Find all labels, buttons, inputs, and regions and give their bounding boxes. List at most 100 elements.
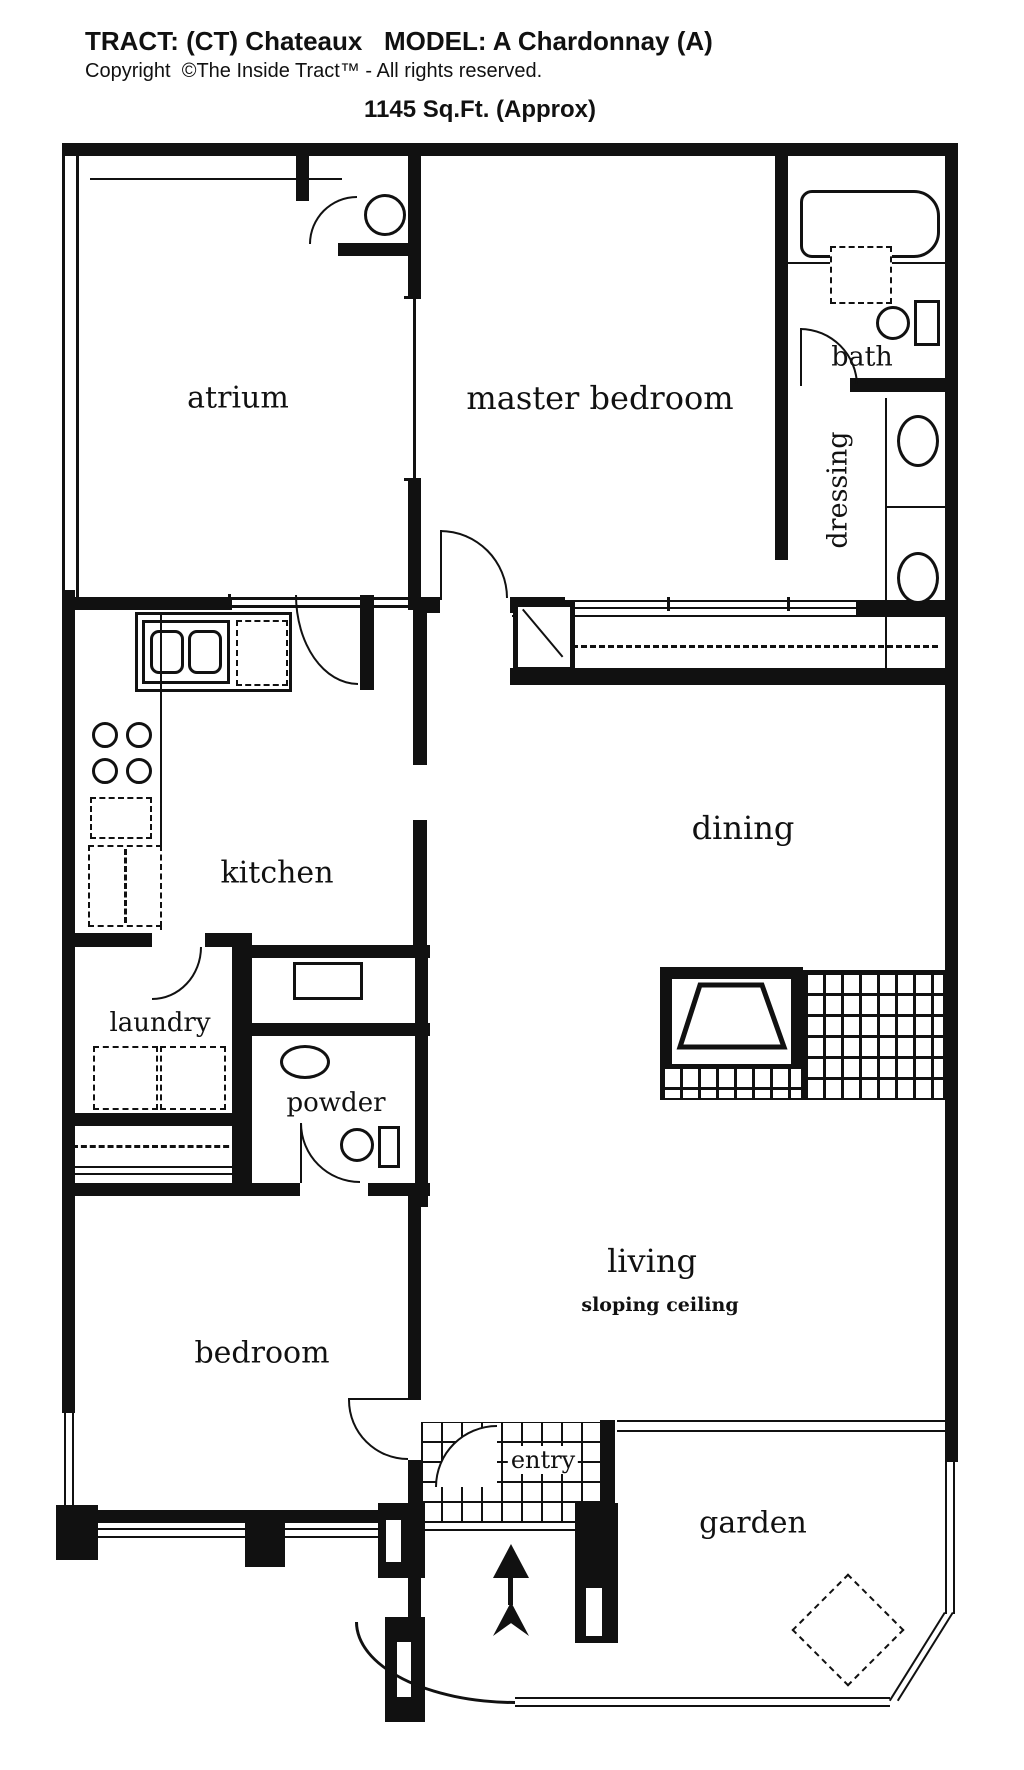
wall <box>360 595 374 690</box>
wall <box>62 1510 420 1523</box>
room-label-living: living <box>607 1242 697 1280</box>
track-tick <box>667 597 670 611</box>
room-label-laundry: laundry <box>109 1008 211 1038</box>
water-heater <box>364 194 406 236</box>
sink <box>280 1045 330 1079</box>
wall <box>62 1183 300 1196</box>
curved-porch-wall <box>355 1622 515 1704</box>
shower <box>830 246 892 304</box>
wall <box>76 145 79 597</box>
room-label-dining: dining <box>691 809 795 847</box>
window <box>97 1528 247 1530</box>
porch-post <box>378 1503 425 1578</box>
wall <box>408 478 421 610</box>
fireplace-firebox <box>660 967 803 1064</box>
closet-line <box>512 615 945 617</box>
wall <box>62 145 65 597</box>
sliding-door-track <box>560 607 860 609</box>
toilet-tank <box>914 300 940 346</box>
window-wall <box>617 1430 945 1432</box>
plan-copyright: Copyright ©The Inside Tract™ - All right… <box>85 60 543 82</box>
toilet-tank <box>378 1126 400 1168</box>
room-label-dressing: dressing <box>822 431 854 549</box>
closet-rod <box>518 645 938 648</box>
window-wall <box>617 1420 945 1422</box>
porch-post <box>245 1510 285 1567</box>
wall <box>415 945 428 1207</box>
hall-closet <box>513 602 575 672</box>
threshold <box>421 1529 601 1531</box>
room-label-kitchen: kitchen <box>220 855 334 891</box>
garden-fence <box>945 1462 947 1614</box>
wall <box>245 945 430 958</box>
room-label-entry: entry <box>507 1446 579 1474</box>
wall <box>62 1113 245 1126</box>
window-tick <box>228 594 231 610</box>
sliding-door-track <box>560 600 860 602</box>
post-slot <box>586 1588 602 1636</box>
wall <box>856 600 945 615</box>
toilet-bowl <box>876 306 910 340</box>
window-tick <box>412 594 415 610</box>
door-leaf <box>348 1398 408 1400</box>
window <box>72 1413 74 1508</box>
closet-rod <box>72 1145 238 1148</box>
wall <box>408 1196 421 1400</box>
washer <box>93 1046 158 1110</box>
garden-fence <box>515 1705 890 1707</box>
window <box>97 1536 247 1538</box>
stove-burner <box>92 758 118 784</box>
wall <box>338 243 421 256</box>
entry-arrow-head <box>493 1544 529 1578</box>
wall <box>245 1023 430 1036</box>
stove-burner <box>92 722 118 748</box>
hall-cabinet <box>293 962 363 1000</box>
plan-area: 1145 Sq.Ft. (Approx) <box>363 96 597 123</box>
room-label-master-bedroom: master bedroom <box>466 379 734 417</box>
post-slot <box>386 1520 401 1562</box>
threshold <box>421 1521 601 1523</box>
sliding-door-track <box>70 1173 240 1175</box>
stove-burner <box>126 722 152 748</box>
dishwasher <box>236 620 288 686</box>
door-arc <box>440 530 508 598</box>
room-label-atrium: atrium <box>187 380 289 416</box>
door-arc <box>300 1123 360 1183</box>
wall <box>408 143 421 298</box>
counter-line <box>160 612 162 930</box>
stove-burner <box>126 758 152 784</box>
garden-fence <box>953 1462 955 1614</box>
refrigerator-line <box>124 849 127 923</box>
room-label-garden: garden <box>699 1505 807 1541</box>
counter-line <box>885 398 887 668</box>
wall <box>368 1183 430 1196</box>
counter-line <box>885 506 945 508</box>
room-label-bedroom: bedroom <box>194 1335 330 1371</box>
wall <box>90 178 342 180</box>
door-arc <box>348 1400 408 1460</box>
wall <box>205 933 232 947</box>
wall <box>62 143 958 156</box>
sliding-door-track <box>70 1166 240 1168</box>
wall <box>945 143 958 1462</box>
door-arc <box>152 947 202 1000</box>
wall <box>62 597 232 610</box>
entry-arrow-shaft <box>508 1575 513 1605</box>
room-label-bath: bath <box>831 341 893 373</box>
wall <box>510 668 958 685</box>
window <box>285 1536 378 1538</box>
window <box>413 298 416 480</box>
door-arc <box>309 196 357 244</box>
door-leaf <box>300 1123 302 1183</box>
wall <box>421 597 440 613</box>
room-label-sloping-ceiling: sloping ceiling <box>581 1294 739 1316</box>
sink-basin <box>188 630 222 674</box>
firebox-insert <box>676 982 788 1050</box>
wall <box>296 156 309 201</box>
garden-fence <box>515 1697 890 1699</box>
wall <box>600 1420 615 1530</box>
plan-title: TRACT: (CT) Chateaux MODEL: A Chardonnay… <box>85 26 713 56</box>
wall <box>62 590 75 1413</box>
garden-planter <box>791 1573 905 1687</box>
